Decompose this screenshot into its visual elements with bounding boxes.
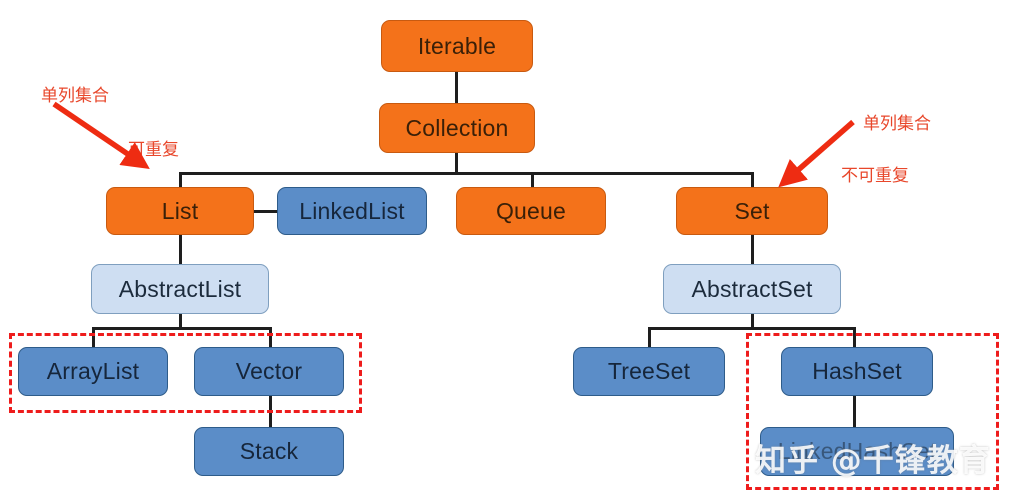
edge-set-abstractset xyxy=(751,235,754,264)
node-linkedhashset[interactable]: LinkedHashSet xyxy=(760,427,954,476)
node-set-label: Set xyxy=(734,197,770,224)
edge-set-branch-bus xyxy=(648,327,856,330)
edge-abstractlist-down xyxy=(179,313,182,329)
node-treeset-label: TreeSet xyxy=(607,358,691,384)
node-hashset-label: HashSet xyxy=(812,358,902,384)
node-stack[interactable]: Stack xyxy=(194,427,344,476)
node-abstractlist[interactable]: AbstractList xyxy=(91,264,269,314)
node-stack-label: Stack xyxy=(239,438,299,464)
edge-branch-arraylist xyxy=(92,327,95,347)
edge-bus-set xyxy=(751,172,754,189)
node-queue[interactable]: Queue xyxy=(456,187,606,235)
node-iterable[interactable]: Iterable xyxy=(381,20,533,72)
node-linkedlist[interactable]: LinkedList xyxy=(277,187,427,235)
node-treeset[interactable]: TreeSet xyxy=(573,347,725,396)
node-linkedhashset-label: LinkedHashSet xyxy=(777,438,937,464)
node-arraylist-label: ArrayList xyxy=(46,358,140,384)
edge-collection-down xyxy=(455,151,458,174)
annotation-left-top: 单列集合 xyxy=(41,86,109,106)
annotation-right-top: 单列集合 xyxy=(863,114,931,134)
edge-list-linkedlist xyxy=(253,210,279,213)
annotation-right-bottom: 不可重复 xyxy=(841,166,909,186)
node-arraylist[interactable]: ArrayList xyxy=(18,347,168,396)
node-hashset[interactable]: HashSet xyxy=(781,347,933,396)
node-collection-label: Collection xyxy=(405,114,509,141)
edge-list-branch-bus xyxy=(92,327,272,330)
edge-abstractset-down xyxy=(751,313,754,329)
annotation-arrow-right xyxy=(778,119,855,188)
edge-bus-queue xyxy=(531,172,534,189)
node-abstractset[interactable]: AbstractSet xyxy=(663,264,841,314)
node-collection[interactable]: Collection xyxy=(379,103,535,153)
node-set[interactable]: Set xyxy=(676,187,828,235)
edge-bus-list xyxy=(179,172,182,189)
edge-branch-hashset xyxy=(853,327,856,347)
node-list-label: List xyxy=(161,197,199,224)
node-vector[interactable]: Vector xyxy=(194,347,344,396)
edge-branch-vector xyxy=(269,327,272,347)
node-iterable-label: Iterable xyxy=(417,32,497,59)
node-abstractlist-label: AbstractList xyxy=(118,275,242,302)
annotation-arrow-left xyxy=(52,101,150,170)
edge-branch-treeset xyxy=(648,327,651,347)
edge-iterable-collection xyxy=(455,70,458,105)
node-linkedlist-label: LinkedList xyxy=(299,197,405,224)
edge-hashset-linkedhashset xyxy=(853,396,856,427)
node-list[interactable]: List xyxy=(106,187,254,235)
node-vector-label: Vector xyxy=(235,358,303,384)
edge-vector-stack xyxy=(269,396,272,427)
watermark: 知乎 @千锋教育 xyxy=(755,443,991,479)
edge-main-bus xyxy=(179,172,753,175)
node-abstractset-label: AbstractSet xyxy=(691,275,813,302)
node-queue-label: Queue xyxy=(495,197,567,224)
edge-list-abstractlist xyxy=(179,235,182,264)
